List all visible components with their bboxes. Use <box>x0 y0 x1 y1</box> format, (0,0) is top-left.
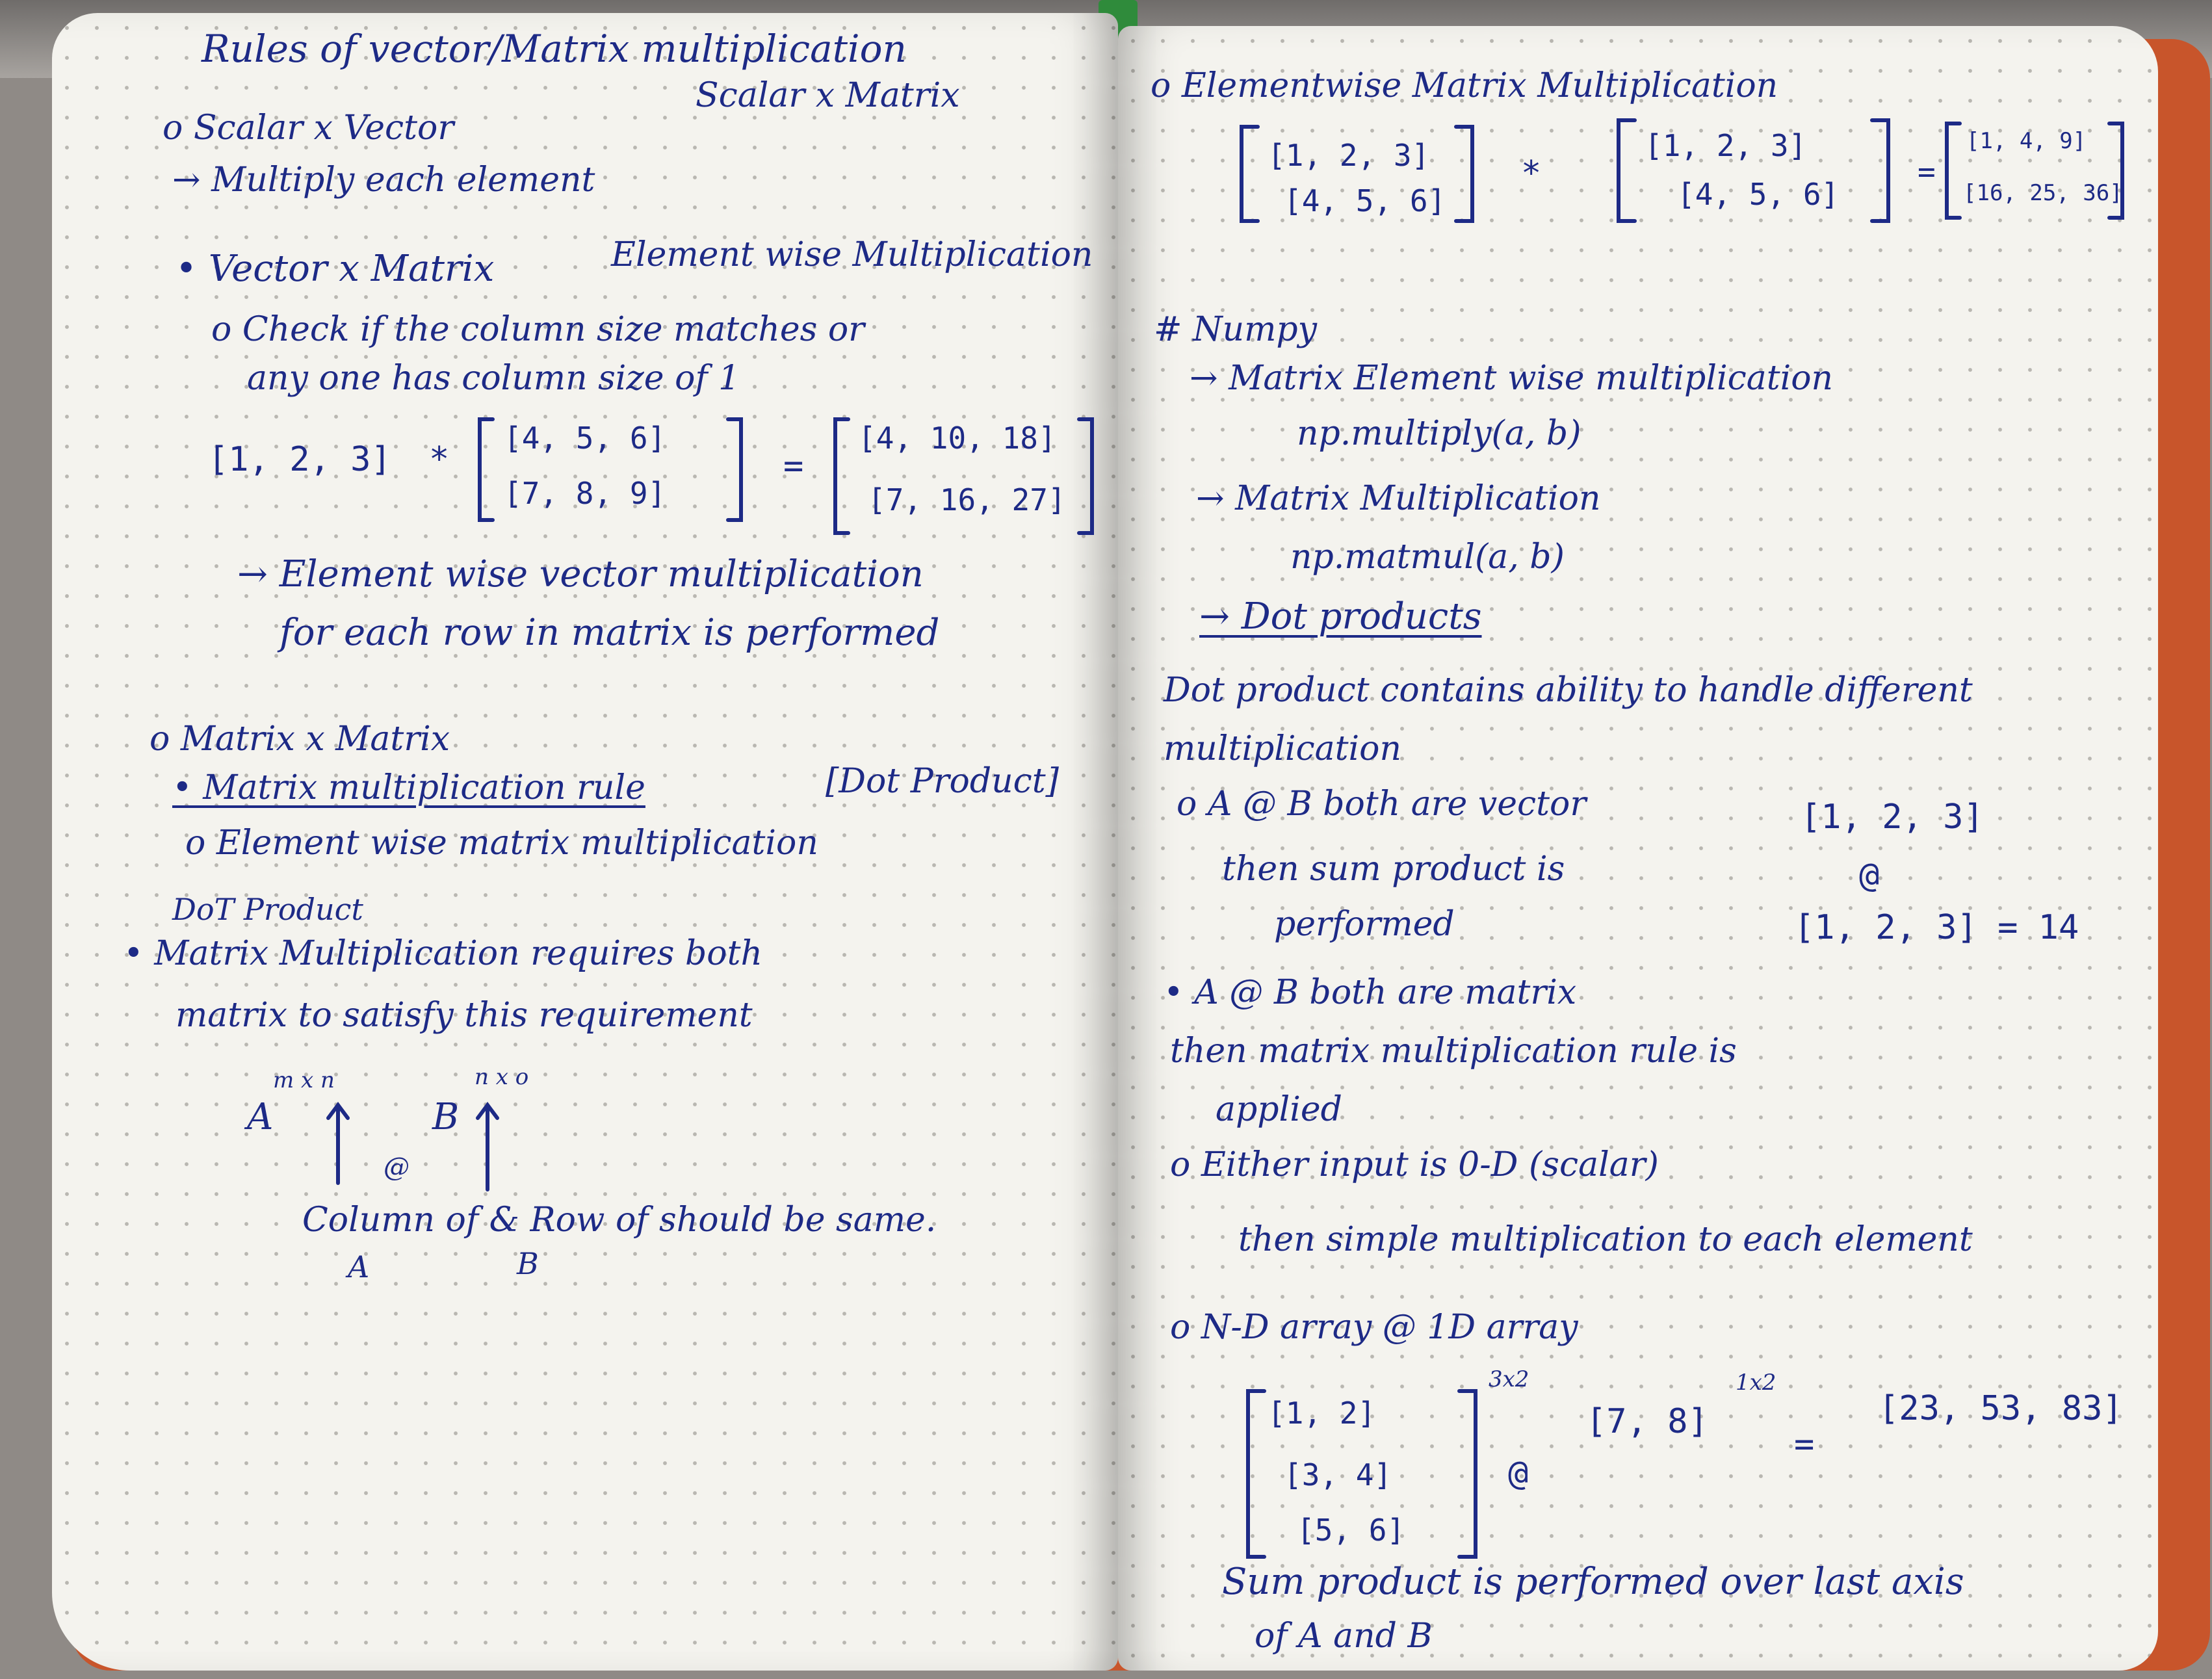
m1-outer-right-bracket <box>1454 125 1474 223</box>
oned-dims: 1x2 <box>1736 1370 1776 1396</box>
dot-products-line: → Dot products <box>1199 595 1482 638</box>
left-page <box>52 13 1118 1671</box>
nd-equals: = <box>1794 1425 1815 1464</box>
dot-product-heading: DoT Product <box>172 892 363 927</box>
diagram-a-label: A <box>247 1096 274 1138</box>
r-outer-right-bracket <box>2107 122 2124 220</box>
scalar-vector-heading: o Scalar x Vector <box>163 109 454 148</box>
example-result-row-2: [7, 16, 27] <box>868 482 1066 517</box>
m1-outer-left-bracket <box>1240 125 1260 223</box>
case3-line-1: o Either input is 0-D (scalar) <box>1170 1145 1659 1184</box>
nd-row-1: [1, 2] <box>1268 1396 1376 1431</box>
ew-vector-line-2: for each row in matrix is performed <box>280 612 940 654</box>
b-arrow-head <box>476 1102 499 1120</box>
case1-line-2: then sum product is <box>1222 850 1565 889</box>
example-star: * <box>429 440 450 479</box>
same-a-label: A <box>348 1249 370 1284</box>
same-line: Column of & Row of should be same. <box>302 1201 937 1240</box>
left-page-title: Rules of vector/Matrix multiplication <box>202 27 907 71</box>
nd-dims: 3x2 <box>1489 1366 1529 1392</box>
m1-row-1: [1, 2, 3] <box>1268 138 1430 173</box>
mm-rule-line: • Matrix multiplication rule <box>172 768 645 807</box>
ew-matrix-line: o Element wise matrix multiplication <box>185 824 818 863</box>
nd-result: [23, 53, 83] <box>1879 1389 2123 1428</box>
check-line-1: o Check if the column size matches or <box>211 310 865 349</box>
m2-outer-right-bracket <box>1870 118 1890 223</box>
dot-contains-line-1: Dot product contains ability to handle d… <box>1164 671 1973 710</box>
diagram-a-dims: m x n <box>273 1067 335 1093</box>
r-outer-left-bracket <box>1945 122 1962 220</box>
nd-left-bracket <box>1246 1389 1266 1559</box>
r-row-2: [16, 25, 36] <box>1963 180 2123 206</box>
matrix-left-bracket <box>478 417 495 522</box>
m2-row-1: [1, 2, 3] <box>1645 128 1807 163</box>
matrix-matrix-heading: o Matrix x Matrix <box>150 720 450 759</box>
m2-row-2: [4, 5, 6] <box>1677 177 1840 212</box>
matrix-right-bracket <box>726 417 743 522</box>
multiply-each-line: → Multiply each element <box>172 161 595 200</box>
a-arrow-head <box>326 1102 350 1120</box>
diagram-b-label: B <box>432 1096 460 1138</box>
nd-row-2: [3, 4] <box>1284 1457 1392 1492</box>
diagram-at-symbol: @ <box>384 1152 410 1182</box>
requires-line-2: matrix to satisfy this requirement <box>176 996 753 1035</box>
ew-matrix-heading: o Elementwise Matrix Multiplication <box>1151 66 1778 105</box>
np-mm-label: → Matrix Multiplication <box>1196 479 1601 518</box>
example-matrix-row-1: [4, 5, 6] <box>504 421 666 456</box>
sum-line-2: of A and B <box>1255 1617 1433 1656</box>
result-left-bracket <box>833 417 850 535</box>
vector-matrix-heading: • Vector x Matrix <box>176 248 495 290</box>
right-page <box>1118 26 2158 1671</box>
ew-vector-line-1: → Element wise vector multiplication <box>237 553 924 595</box>
m1-row-2: [4, 5, 6] <box>1284 183 1446 218</box>
sum-line-1: Sum product is performed over last axis <box>1222 1561 1964 1603</box>
case3-line-2: then simple multiplication to each eleme… <box>1238 1220 1973 1259</box>
np-matmul: np.matmul(a, b) <box>1290 538 1565 577</box>
case1-line-3: performed <box>1274 905 1455 944</box>
case2-line-1: • A @ B both are matrix <box>1164 973 1577 1012</box>
scalar-matrix-heading: Scalar x Matrix <box>696 76 960 115</box>
case1-at: @ <box>1859 856 1880 895</box>
nd-row-3: [5, 6] <box>1297 1513 1405 1548</box>
example-vector: [1, 2, 3] <box>208 440 391 479</box>
numpy-heading: # Numpy <box>1154 310 1318 349</box>
ew-star: * <box>1521 154 1542 193</box>
np-multiply: np.multiply(a, b) <box>1297 414 1581 453</box>
diagram-b-dims: n x o <box>475 1064 529 1090</box>
m2-outer-left-bracket <box>1617 118 1637 223</box>
dot-contains-line-2: multiplication <box>1164 729 1401 768</box>
ew-equals: = <box>1918 154 1936 189</box>
result-right-bracket <box>1077 417 1094 535</box>
case1-vector-2: [1, 2, 3] = 14 <box>1794 908 2079 947</box>
r-row-1: [1, 4, 9] <box>1966 128 2087 154</box>
nd-right-bracket <box>1457 1389 1477 1559</box>
requires-line-1: • Matrix Multiplication requires both <box>124 934 762 973</box>
np-ew-label: → Matrix Element wise multiplication <box>1190 359 1834 398</box>
check-line-2: any one has column size of 1 <box>247 359 740 398</box>
example-matrix-row-2: [7, 8, 9] <box>504 476 666 511</box>
oned-array: [7, 8] <box>1586 1402 1708 1441</box>
case2-line-3: applied <box>1216 1090 1342 1129</box>
elementwise-heading: Element wise Multiplication <box>611 235 1093 274</box>
case4-line-1: o N-D array @ 1D array <box>1170 1308 1578 1347</box>
case2-line-2: then matrix multiplication rule is <box>1170 1032 1737 1071</box>
nd-at: @ <box>1508 1454 1529 1493</box>
example-result-row-1: [4, 10, 18] <box>858 421 1056 456</box>
dot-product-bracket: [Dot Product] <box>826 762 1059 801</box>
example-equals: = <box>783 447 804 486</box>
case1-vector-1: [1, 2, 3] <box>1801 798 1984 837</box>
same-b-label: B <box>517 1246 539 1281</box>
case1-line-1: o A @ B both are vector <box>1177 785 1587 824</box>
